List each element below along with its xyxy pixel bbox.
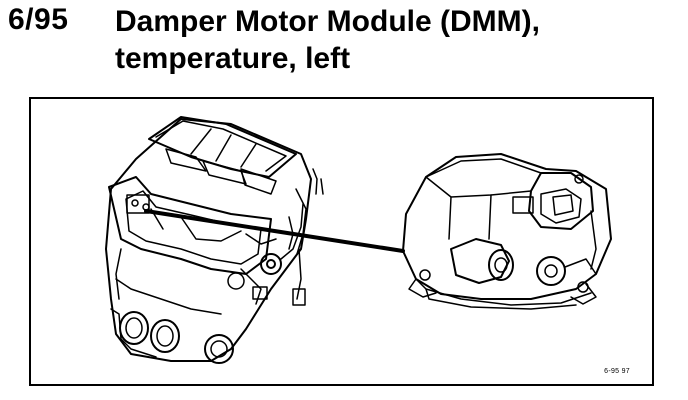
illustration-frame: 6-95 97 (29, 97, 654, 386)
damper-motor-module-illustration (402, 153, 612, 310)
title-line-1: Damper Motor Module (DMM), (115, 5, 540, 38)
title-line-2: temperature, left (115, 42, 351, 75)
callout-leader-line (144, 209, 405, 253)
hvac-housing-illustration (105, 116, 324, 364)
figure-code: 6-95 97 (604, 368, 630, 375)
section-number: 6/95 (8, 3, 69, 36)
page-title: Damper Motor Module (DMM), temperature, … (115, 3, 675, 77)
technical-illustration (105, 116, 612, 364)
